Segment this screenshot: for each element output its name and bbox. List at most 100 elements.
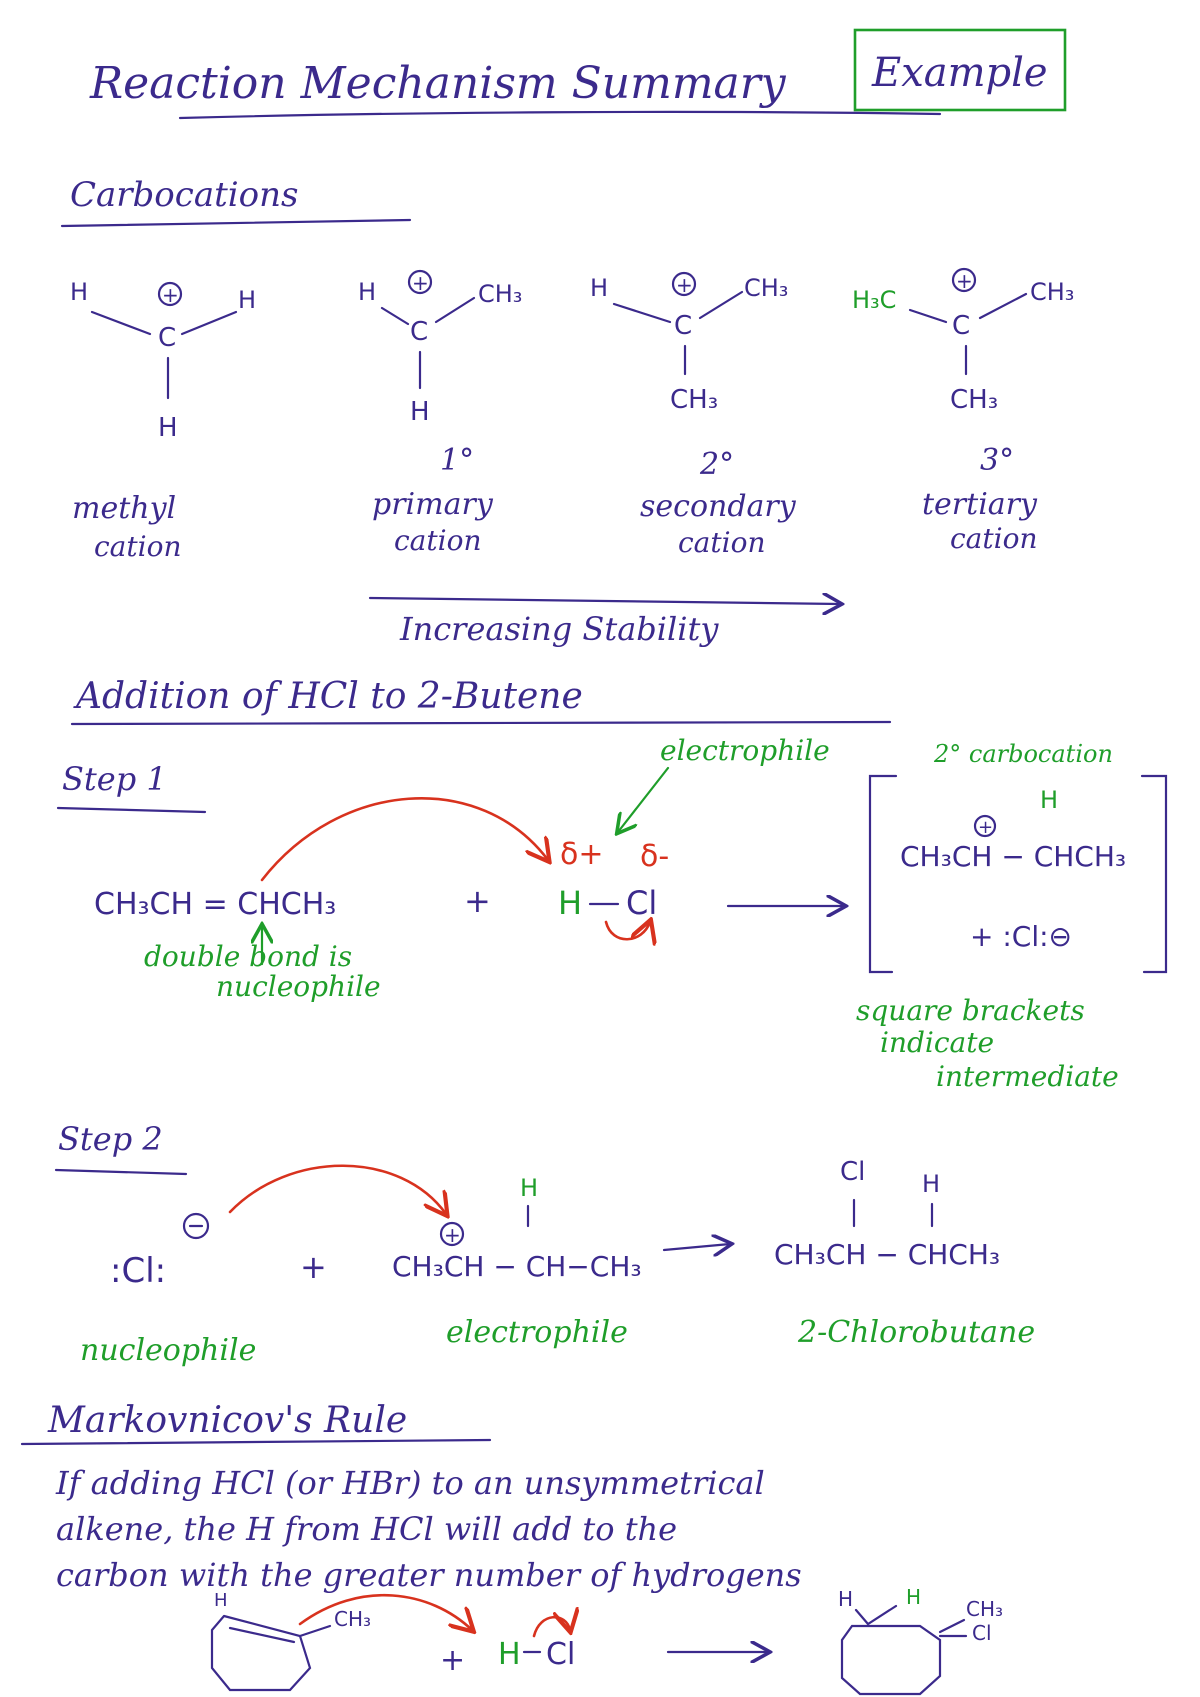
- intermediate-charge: [973, 814, 997, 838]
- methyl-cation-label: cation: [94, 530, 181, 563]
- svg-text:+: +: [676, 273, 693, 297]
- svg-text:CH₃: CH₃: [670, 385, 718, 415]
- step1-label: Step 1: [62, 760, 167, 798]
- delta-minus: δ-: [640, 839, 669, 874]
- svg-text:CH₃: CH₃: [966, 1597, 1003, 1621]
- svg-text:CH₃: CH₃: [334, 1607, 371, 1631]
- svg-text:H: H: [410, 397, 430, 427]
- svg-text:CH₃: CH₃: [1030, 278, 1074, 306]
- step1-plus: +: [464, 882, 491, 920]
- svg-text:+: +: [412, 271, 429, 295]
- primary-cation-structure: H + CH₃ C H: [358, 269, 522, 427]
- butene-reactant: CH₃CH = CHCH₃: [94, 887, 336, 922]
- svg-text:C: C: [410, 317, 428, 347]
- methylcyclohexene-structure: H CH₃: [210, 1590, 371, 1692]
- svg-text:+: +: [978, 817, 993, 838]
- svg-text:H: H: [238, 286, 256, 314]
- primary-cation-label: cation: [394, 524, 481, 557]
- bracket-note-3: intermediate: [936, 1060, 1119, 1093]
- intermediate-cation: CH₃CH − CHCH₃: [900, 840, 1126, 873]
- intermediate-chloride: + :Cl:⊖: [970, 920, 1072, 953]
- step2-nucleophile: nucleophile: [80, 1333, 256, 1368]
- svg-text:Cl: Cl: [972, 1621, 992, 1645]
- methyl-label: methyl: [72, 491, 176, 526]
- svg-text:CH₃: CH₃: [744, 274, 788, 302]
- svg-text:H₃C: H₃C: [852, 286, 896, 314]
- svg-text:C: C: [674, 311, 692, 341]
- markovnikov-chlorine: Cl: [546, 1637, 575, 1672]
- svg-text:+: +: [162, 283, 179, 307]
- step2-cation-hydrogen: H: [520, 1174, 538, 1202]
- markovnikov-line-2: alkene, the H from HCl will add to the: [56, 1510, 677, 1548]
- step2-cation: CH₃CH − CH−CH₃: [392, 1250, 642, 1283]
- stability-arrow: [368, 598, 840, 604]
- intermediate-hydrogen: H: [1040, 786, 1058, 814]
- secondary-degree: 2°: [699, 447, 734, 482]
- svg-text:H: H: [906, 1585, 921, 1609]
- svg-text:C: C: [952, 311, 970, 341]
- step2-plus: +: [300, 1248, 327, 1286]
- hcl-chlorine: Cl: [626, 884, 657, 922]
- secondary-cation-label: cation: [678, 526, 765, 559]
- delta-plus: δ+: [560, 837, 604, 872]
- step2-product: CH₃CH − CHCH₃: [774, 1238, 1000, 1271]
- methyl-cation-structure: H H + C H: [70, 278, 256, 443]
- markovnikov-curved-arrow: [298, 1593, 472, 1630]
- secondary-label: secondary: [640, 489, 797, 524]
- step1-underline: [56, 806, 207, 814]
- svg-text:H: H: [590, 274, 608, 302]
- markovnikov-plus: +: [440, 1643, 465, 1678]
- addition-underline: [70, 720, 892, 726]
- double-bond-note: double bond is: [144, 940, 352, 973]
- nucleophile-note: nucleophile: [216, 970, 381, 1003]
- tertiary-cation-label: cation: [950, 522, 1037, 555]
- curved-arrow-pi-to-h: [260, 797, 548, 882]
- step2-cation-charge: [439, 1221, 465, 1247]
- markovnikov-underline: [20, 1438, 492, 1446]
- chloride-charge: [182, 1212, 210, 1240]
- svg-text:H: H: [838, 1587, 853, 1611]
- bracket-right: [1140, 774, 1168, 974]
- tertiary-cation-structure: H₃C + CH₃ C CH₃: [852, 267, 1074, 415]
- svg-text:C: C: [158, 323, 176, 353]
- markovnikov-line-1: If adding HCl (or HBr) to an unsymmetric…: [55, 1464, 765, 1502]
- step2-chloride: :Cl:: [110, 1251, 166, 1291]
- product-name: 2-Chlorobutane: [797, 1315, 1035, 1350]
- svg-text:+: +: [444, 1223, 461, 1247]
- example-badge-box: [853, 28, 1067, 112]
- svg-text:H: H: [214, 1590, 228, 1611]
- markovnikov-hydrogen: H: [498, 1637, 521, 1672]
- bracket-note-2: indicate: [880, 1026, 994, 1059]
- step2-electrophile: electrophile: [446, 1315, 628, 1350]
- product-chlorine: Cl: [840, 1157, 865, 1187]
- markovnikov-line-3: carbon with the greater number of hydrog…: [56, 1556, 802, 1594]
- stability-label: Increasing Stability: [399, 610, 719, 648]
- svg-text:H: H: [70, 278, 88, 306]
- step2-reaction-arrow: [662, 1244, 730, 1250]
- tertiary-degree: 3°: [980, 443, 1014, 478]
- hcl-hydrogen: H: [558, 884, 582, 922]
- primary-label: primary: [372, 487, 494, 522]
- addition-heading: Addition of HCl to 2-Butene: [73, 676, 583, 717]
- svg-text:CH₃: CH₃: [950, 385, 998, 415]
- tertiary-label: tertiary: [922, 487, 1038, 522]
- step2-label: Step 2: [58, 1120, 163, 1158]
- electrophile-note: electrophile: [660, 734, 830, 767]
- carbocations-underline: [60, 218, 412, 228]
- step2-underline: [54, 1168, 188, 1176]
- electrophile-pointer: [618, 766, 670, 832]
- markovnikov-heading: Markovnicov's Rule: [47, 1400, 407, 1441]
- secondary-cation-structure: H + CH₃ C CH₃: [590, 271, 788, 415]
- curved-arrow-bond-to-cl: [604, 922, 650, 939]
- page-title: Reaction Mechanism Summary: [89, 58, 787, 109]
- example-badge: Example: [871, 50, 1048, 96]
- svg-text:H: H: [358, 278, 376, 306]
- product-hydrogen: H: [922, 1170, 940, 1198]
- bracket-note-1: square brackets: [856, 994, 1085, 1027]
- title-underline: [178, 110, 942, 120]
- curved-arrow-cl-to-cation: [228, 1164, 446, 1214]
- svg-text:CH₃: CH₃: [478, 280, 522, 308]
- carbocations-heading: Carbocations: [70, 175, 298, 215]
- markovnikov-bond-arrow: [532, 1617, 570, 1638]
